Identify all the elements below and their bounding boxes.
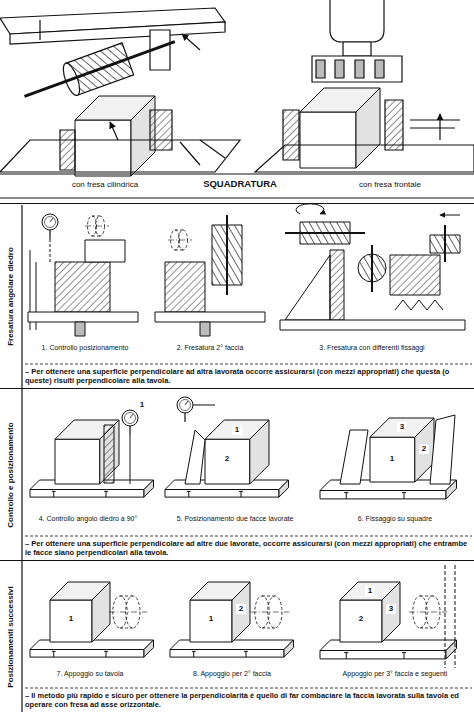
callout-number: 2: [222, 454, 232, 464]
column-heading: con fresa frontale: [315, 180, 465, 190]
callout-number: 3: [386, 604, 396, 614]
figure-caption: Appoggio per 3° faccia e seguenti: [320, 670, 470, 678]
section-label: Posizionamenti successivi: [0, 561, 22, 712]
callout-number: 2: [236, 604, 246, 614]
page-title: SQUADRATURA: [170, 178, 310, 189]
callout-number: 1: [232, 425, 242, 435]
callout-number: 2: [419, 444, 429, 454]
section-label: Controllo e posizionamento: [0, 389, 22, 561]
section-band: Controllo e posizionamento: [0, 388, 474, 560]
figure-caption: 5. Posizionamento due facce lavorate: [160, 515, 310, 523]
figure-caption: 3. Fresatura con differenti fissaggi: [277, 344, 467, 352]
callout-number: 1: [137, 400, 147, 410]
callout-number: 2: [356, 614, 366, 624]
figure-caption: 2. Fresatura 2° faccia: [150, 344, 270, 352]
figure-caption: 4. Controllo angolo diedro a 90°: [23, 515, 153, 523]
callout-number: 1: [66, 614, 76, 624]
callout-number: 3: [397, 422, 407, 432]
note-text: – Il metodo più rapido e sicuro per otte…: [25, 691, 471, 709]
column-heading: con fresa cilindrica: [30, 180, 180, 190]
callout-number: 1: [387, 454, 397, 464]
figure-caption: 7. Appoggio su tavola: [30, 670, 150, 678]
note-text: – Per ottenere una superficie perpendico…: [25, 367, 471, 385]
note-text: – Per ottenere una superficie perpendico…: [25, 539, 471, 557]
figure-caption: 6. Fissaggio su squadre: [325, 515, 465, 523]
callout-number: 1: [206, 614, 216, 624]
figure-caption: 1. Controllo posizionamento: [23, 344, 148, 352]
section-band: Posizionamenti successivi: [0, 560, 474, 712]
section-label: Fresatura angolare diedro: [0, 204, 22, 389]
callout-number: 1: [365, 586, 375, 596]
figure-caption: 8. Appoggio per 2° faccia: [172, 670, 292, 678]
section-band: Fresatura angolare diedro: [0, 203, 474, 388]
